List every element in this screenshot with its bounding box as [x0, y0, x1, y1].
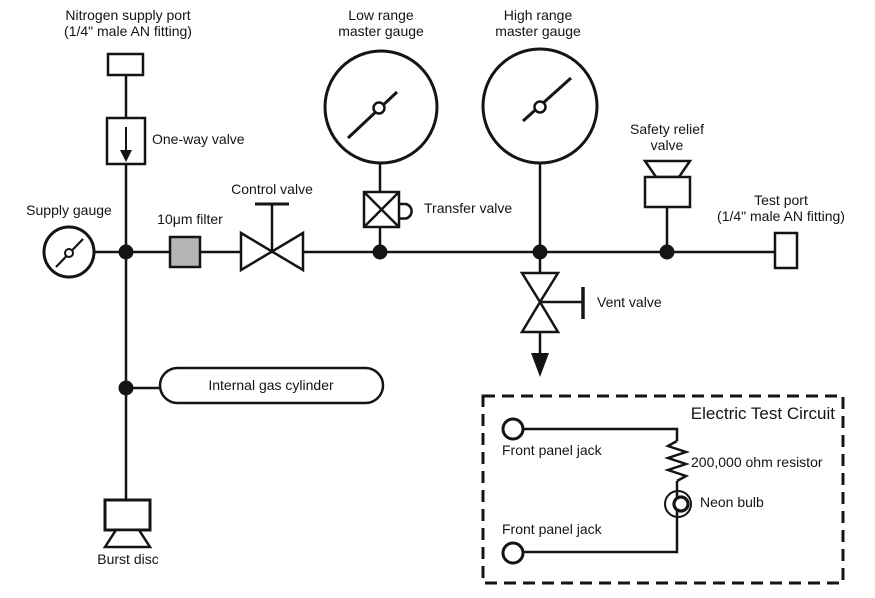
control-valve-label: Control valve	[231, 181, 313, 197]
junction-dot	[118, 380, 134, 396]
one-way-valve-arrow-head	[120, 150, 132, 162]
circuit-wire-top	[522, 427, 679, 441]
gas-cylinder-label: Internal gas cylinder	[208, 377, 334, 393]
electric-circuit-box	[481, 394, 845, 585]
front-panel-jack-bottom-symbol	[501, 541, 525, 565]
low-gauge-needle	[346, 90, 399, 140]
vent-valve-label: Vent valve	[597, 294, 662, 310]
nitrogen-port-label-line2: (1/4" male AN fitting)	[64, 22, 192, 39]
one-way-valve-label: One-way valve	[152, 131, 245, 147]
high-gauge-label-line1: High range	[503, 7, 573, 23]
supply-gauge-hub	[64, 248, 74, 258]
test-port-symbol	[773, 231, 799, 270]
test-port-label-line1: Test port	[754, 192, 808, 208]
low-gauge-hub	[372, 101, 386, 115]
vent-valve-bottom-wing	[519, 299, 561, 334]
high-gauge-hub	[533, 100, 547, 114]
nitrogen-port-label-line1: Nitrogen supply port	[65, 7, 191, 23]
transfer-valve-cross	[363, 191, 400, 228]
transfer-valve-tab	[399, 202, 413, 220]
safety-relief-label: Safety relief valve	[630, 121, 704, 153]
high-gauge-needle	[521, 76, 573, 123]
front-panel-jack-top-symbol	[501, 417, 525, 441]
test-port-label: Test port (1/4" male AN fitting)	[717, 192, 845, 224]
burst-disc-label: Burst disc	[97, 551, 159, 567]
filter-symbol	[168, 235, 202, 269]
junction-dot	[372, 244, 388, 260]
safety-relief-cap	[642, 159, 693, 179]
high-gauge-label-line2: master gauge	[495, 22, 581, 39]
low-gauge-label-line1: Low range	[348, 7, 414, 23]
transfer-valve-label: Transfer valve	[424, 200, 513, 216]
junction-dot	[659, 244, 675, 260]
high-gauge-label: High range master gauge	[495, 7, 581, 39]
circuit-wire-bottom	[522, 481, 679, 554]
electric-circuit-title: Electric Test Circuit	[690, 404, 835, 423]
low-gauge-label: Low range master gauge	[338, 7, 424, 39]
front-panel-jack-bottom-label: Front panel jack	[502, 521, 602, 537]
neon-bulb-outer	[664, 490, 692, 518]
low-gauge-label-line2: master gauge	[338, 22, 424, 39]
burst-disc-body	[103, 498, 152, 532]
burst-disc-cap	[102, 528, 153, 549]
safety-relief-body	[643, 175, 692, 209]
resistor-symbol	[664, 439, 690, 483]
control-valve-left-wing	[239, 230, 275, 273]
nitrogen-port-label: Nitrogen supply port (1/4" male AN fitti…	[64, 7, 192, 39]
junction-dot	[118, 244, 134, 260]
vent-arrow-head	[531, 353, 549, 377]
neon-bulb-inner	[672, 495, 690, 513]
resistor-label: 200,000 ohm resistor	[691, 454, 823, 470]
safety-relief-label-line1: Safety relief	[630, 121, 704, 137]
junction-dot	[532, 244, 548, 260]
neon-bulb-label: Neon bulb	[700, 494, 764, 510]
control-valve-right-wing	[269, 230, 305, 273]
test-port-label-line2: (1/4" male AN fitting)	[717, 207, 845, 224]
front-panel-jack-top-label: Front panel jack	[502, 442, 602, 458]
safety-relief-label-line2: valve	[650, 136, 684, 153]
gas-cylinder-symbol	[158, 366, 385, 405]
vent-valve-top-wing	[519, 271, 561, 305]
nitrogen-port-symbol	[106, 52, 145, 77]
filter-label: 10μm filter	[157, 211, 223, 227]
supply-gauge-label: Supply gauge	[26, 202, 112, 218]
